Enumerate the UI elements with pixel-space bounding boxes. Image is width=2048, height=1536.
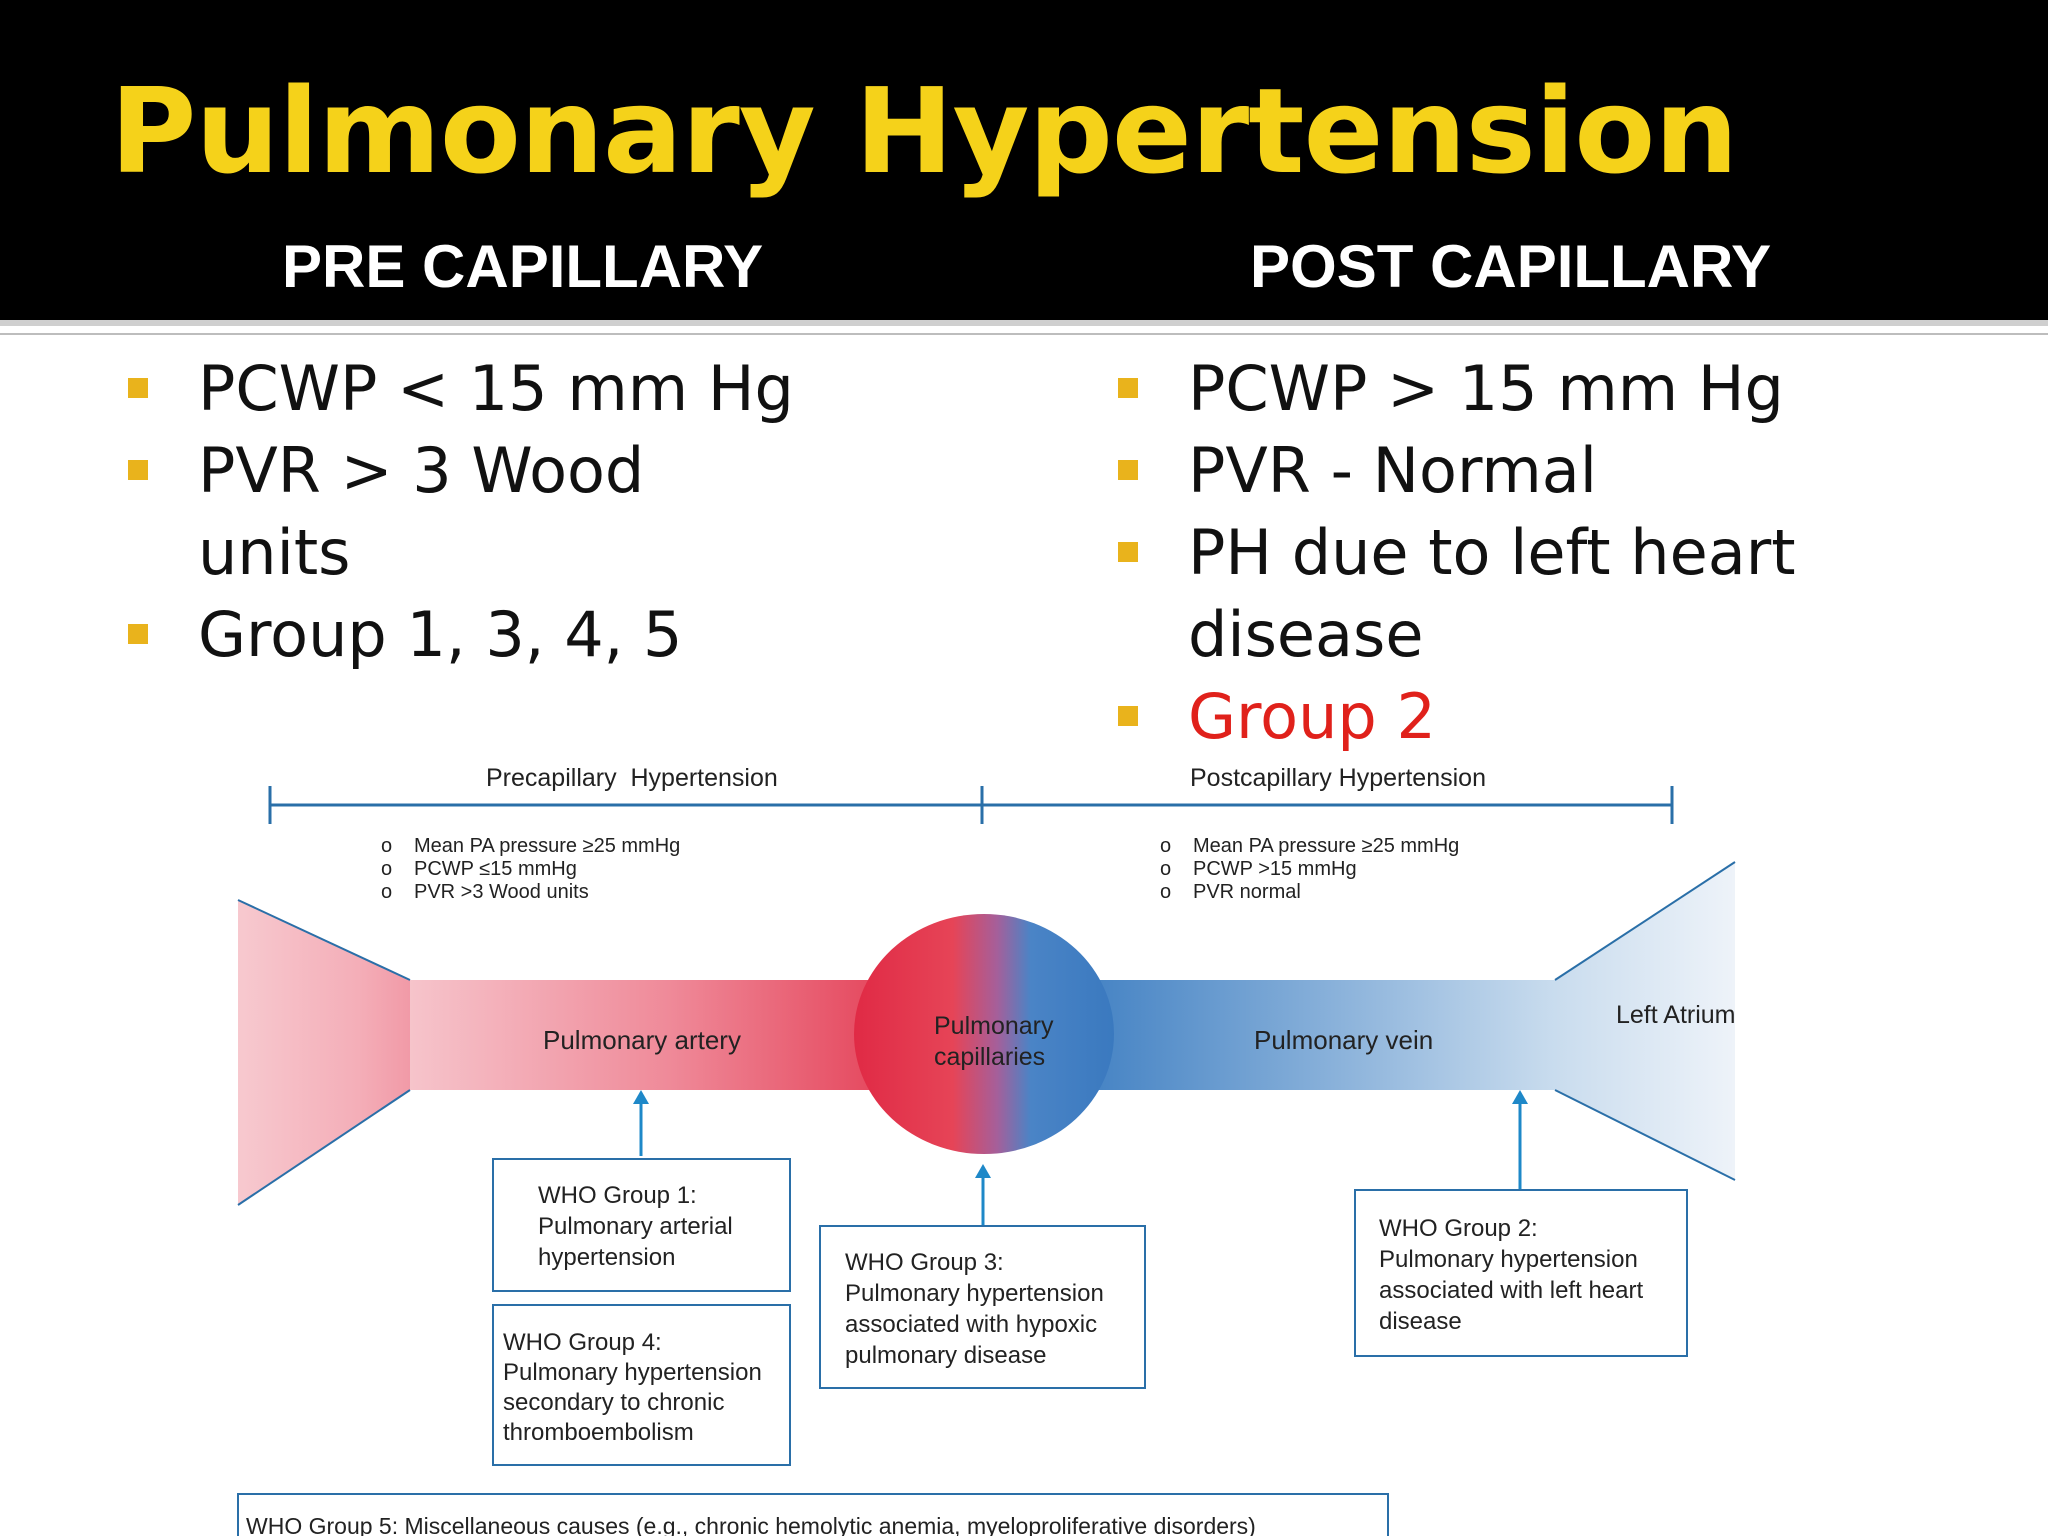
funnel-edge-top	[237, 899, 411, 981]
who-group2-line2: Pulmonary hypertension	[1379, 1246, 1638, 1273]
who-group5-box	[237, 1493, 1389, 1536]
precap-criterion-2: PCWP ≤15 mmHg	[414, 858, 577, 880]
who-group4-line1: WHO Group 4:	[503, 1329, 662, 1356]
who-group3-line3: associated with hypoxic	[845, 1311, 1097, 1338]
list-item: PVR > 3 Wood units	[128, 430, 808, 594]
who-group2-line1: WHO Group 2:	[1379, 1215, 1538, 1242]
header-bar	[0, 0, 2048, 320]
pulmonary-capillaries-shape	[854, 914, 1114, 1154]
precapillary-list: PCWP < 15 mm Hg PVR > 3 Wood units Group…	[128, 348, 808, 676]
bullet-text: PCWP < 15 mm Hg	[198, 352, 794, 425]
bullet-text: PH due to left heart disease	[1188, 516, 1796, 671]
pulmonary-artery-label: Pulmonary artery	[543, 1025, 741, 1055]
bullet-square-icon	[1118, 378, 1138, 398]
bullet-text: PVR > 3 Wood units	[198, 434, 645, 589]
atrium-edge-top	[1554, 861, 1736, 981]
bullet-square-icon	[128, 460, 148, 480]
arrow-head-icon	[1512, 1090, 1528, 1104]
bullet-square-icon	[1118, 460, 1138, 480]
who-group2-box	[1354, 1189, 1688, 1357]
postcapillary-heading: POST CAPILLARY	[1250, 233, 1772, 300]
bullet-mark: o	[1160, 835, 1171, 857]
bullet-text: Group 2	[1188, 680, 1436, 753]
who-group4-line2: Pulmonary hypertension	[503, 1359, 762, 1386]
postcapillary-label: Postcapillary Hypertension	[1190, 764, 1486, 792]
capillaries-label-line1: Pulmonary	[934, 1012, 1054, 1040]
right-ventricle-outflow-shape	[238, 900, 410, 1205]
postcap-criterion-3: PVR normal	[1193, 881, 1301, 903]
slide-title: Pulmonary Hypertension	[110, 62, 1738, 200]
who-group3-line1: WHO Group 3:	[845, 1249, 1004, 1276]
who-group1-box	[492, 1158, 791, 1292]
bullet-mark: o	[1160, 858, 1171, 880]
precapillary-label: Precapillary Hypertension	[486, 764, 778, 792]
list-item: PCWP > 15 mm Hg	[1118, 348, 1818, 430]
who-group4-line3: secondary to chronic	[503, 1389, 724, 1416]
capillaries-label-line2: capillaries	[934, 1043, 1045, 1071]
bullet-square-icon	[128, 624, 148, 644]
postcapillary-list: PCWP > 15 mm Hg PVR - Normal PH due to l…	[1118, 348, 1818, 758]
funnel-edge-bottom	[237, 1089, 411, 1206]
bullet-mark: o	[381, 858, 392, 880]
left-atrium-label: Left Atrium	[1616, 1001, 1736, 1029]
pulmonary-artery-shape	[410, 980, 880, 1090]
who-group5-text: WHO Group 5: Miscellaneous causes (e.g.,…	[246, 1513, 1256, 1536]
who-group1-line2: Pulmonary arterial	[538, 1213, 733, 1240]
list-item: PH due to left heart disease	[1118, 512, 1818, 676]
precapillary-heading: PRE CAPILLARY	[282, 233, 764, 300]
precap-criterion-1: Mean PA pressure ≥25 mmHg	[414, 835, 680, 857]
arrow-head-icon	[633, 1090, 649, 1104]
list-item: Group 1, 3, 4, 5	[128, 594, 808, 676]
who-group3-line4: pulmonary disease	[845, 1342, 1046, 1369]
bullet-mark: o	[381, 881, 392, 903]
bullet-square-icon	[1118, 542, 1138, 562]
bullet-text: PCWP > 15 mm Hg	[1188, 352, 1784, 425]
left-atrium-shape	[1555, 862, 1735, 1180]
who-group4-line4: thromboembolism	[503, 1419, 694, 1446]
who-group2-line3: associated with left heart	[1379, 1277, 1643, 1304]
atrium-edge-bottom	[1554, 1089, 1736, 1181]
bullet-text: PVR - Normal	[1188, 434, 1597, 507]
who-group4-box	[492, 1304, 791, 1466]
divider-line-thin	[0, 333, 2048, 335]
divider-line	[0, 320, 2048, 326]
who-group3-box	[819, 1225, 1146, 1389]
precap-criterion-3: PVR >3 Wood units	[414, 881, 589, 903]
postcap-criterion-1: Mean PA pressure ≥25 mmHg	[1193, 835, 1459, 857]
who-group1-line3: hypertension	[538, 1244, 675, 1271]
bullet-mark: o	[381, 835, 392, 857]
bullet-mark: o	[1160, 881, 1171, 903]
postcap-criterion-2: PCWP >15 mmHg	[1193, 858, 1357, 880]
who-group1-line1: WHO Group 1:	[538, 1182, 697, 1209]
circulation-diagram: Precapillary Hypertension Postcapillary …	[237, 764, 1736, 1536]
list-item: PCWP < 15 mm Hg	[128, 348, 808, 430]
list-item: PVR - Normal	[1118, 430, 1818, 512]
who-group3-line2: Pulmonary hypertension	[845, 1280, 1104, 1307]
bullet-text: Group 1, 3, 4, 5	[198, 598, 683, 671]
list-item-highlight: Group 2	[1118, 676, 1818, 758]
bullet-square-icon	[128, 378, 148, 398]
arrow-head-icon	[975, 1164, 991, 1178]
pulmonary-vein-shape	[1090, 980, 1555, 1090]
who-group2-line4: disease	[1379, 1308, 1462, 1335]
pulmonary-vein-label: Pulmonary vein	[1254, 1025, 1433, 1055]
bullet-square-icon	[1118, 706, 1138, 726]
